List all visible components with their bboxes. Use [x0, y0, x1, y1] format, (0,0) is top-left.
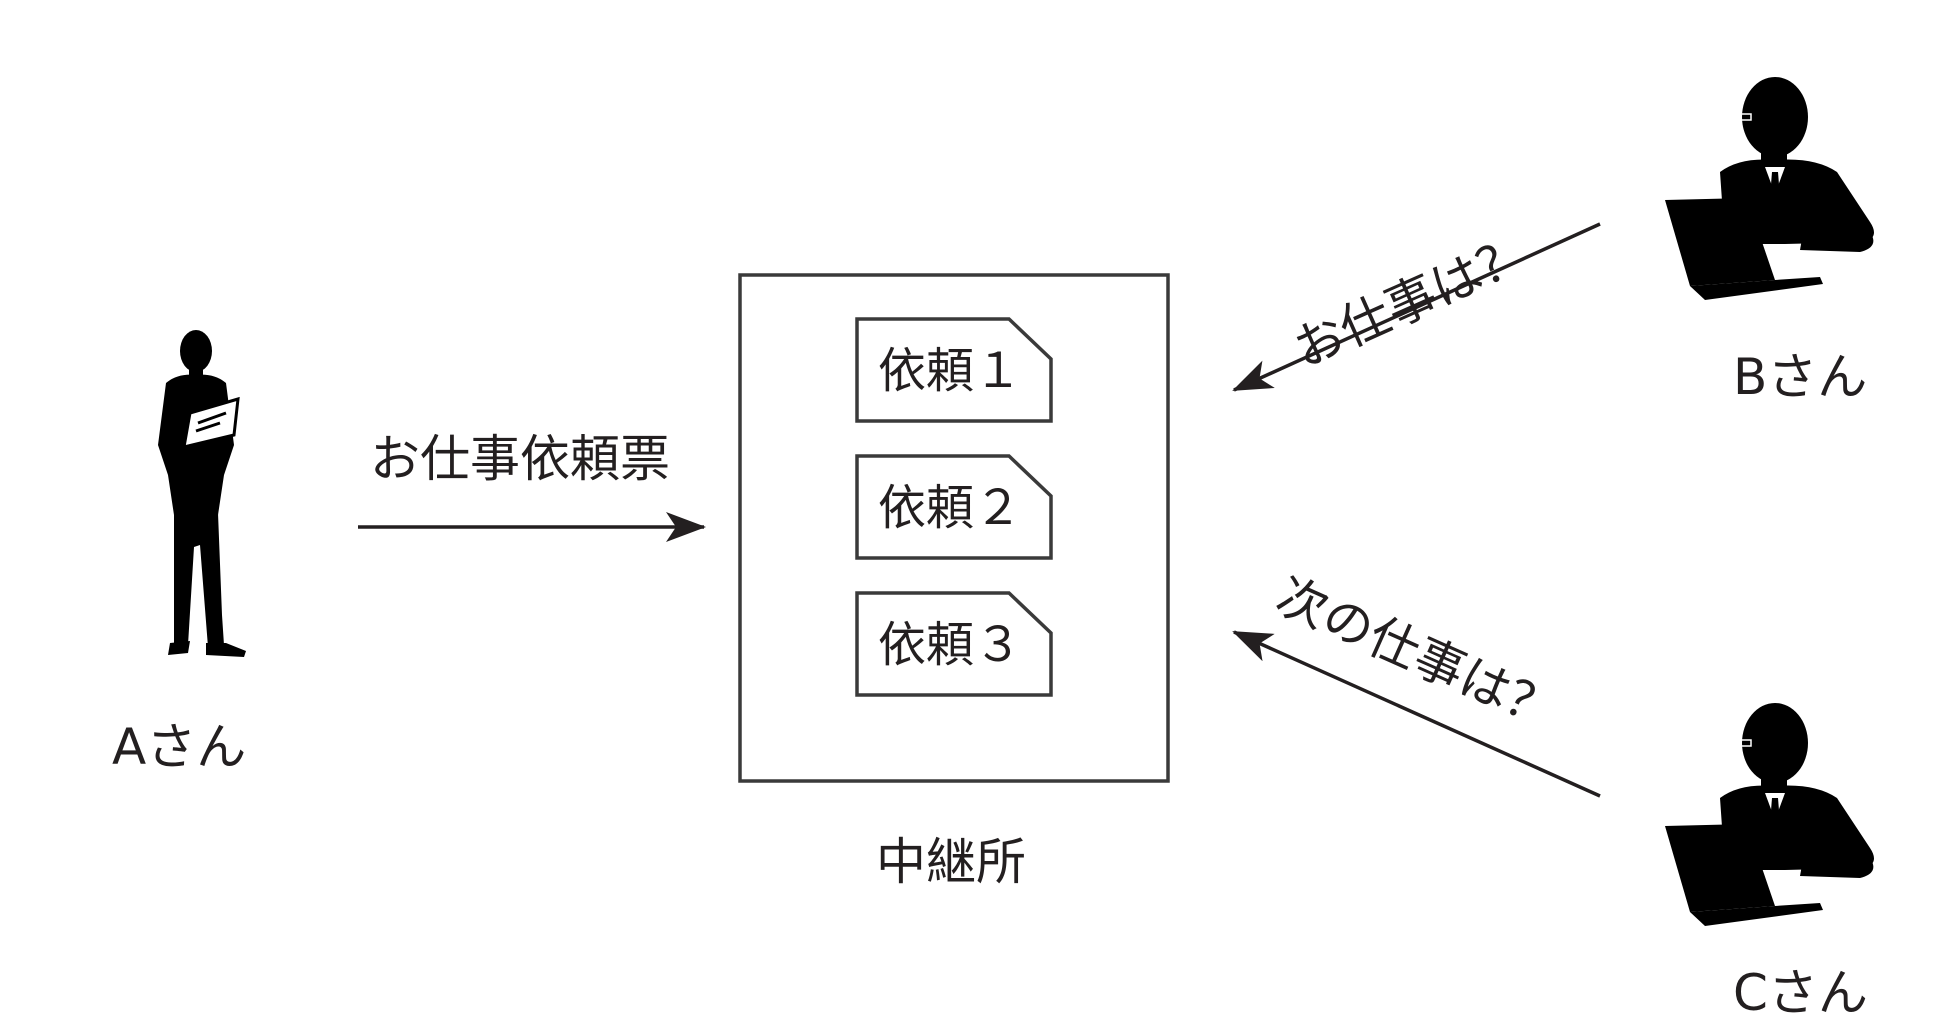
- arrow-c-to-hub: [1232, 630, 1601, 798]
- hub-documents: [855, 317, 1053, 697]
- person-a-label: Aさん: [112, 718, 247, 776]
- document-1-label: 依頼１: [878, 343, 1023, 399]
- document-1-shape: [855, 317, 1053, 423]
- document-3-label: 依頼３: [878, 617, 1023, 673]
- person-a-icon: [158, 330, 246, 657]
- person-b-icon: [1664, 76, 1875, 301]
- person-b-label: Bさん: [1733, 348, 1868, 406]
- person-c-icon: [1664, 702, 1875, 927]
- hub-label: 中継所: [876, 833, 1026, 891]
- document-2-label: 依頼２: [878, 480, 1023, 536]
- person-c-label: Cさん: [1733, 964, 1868, 1022]
- hub-box: [738, 273, 1170, 783]
- arrow-a-label: お仕事依頼票: [370, 430, 670, 488]
- document-2-shape: [855, 454, 1053, 560]
- arrow-b-to-hub: [1232, 222, 1601, 392]
- document-3-shape: [855, 591, 1053, 697]
